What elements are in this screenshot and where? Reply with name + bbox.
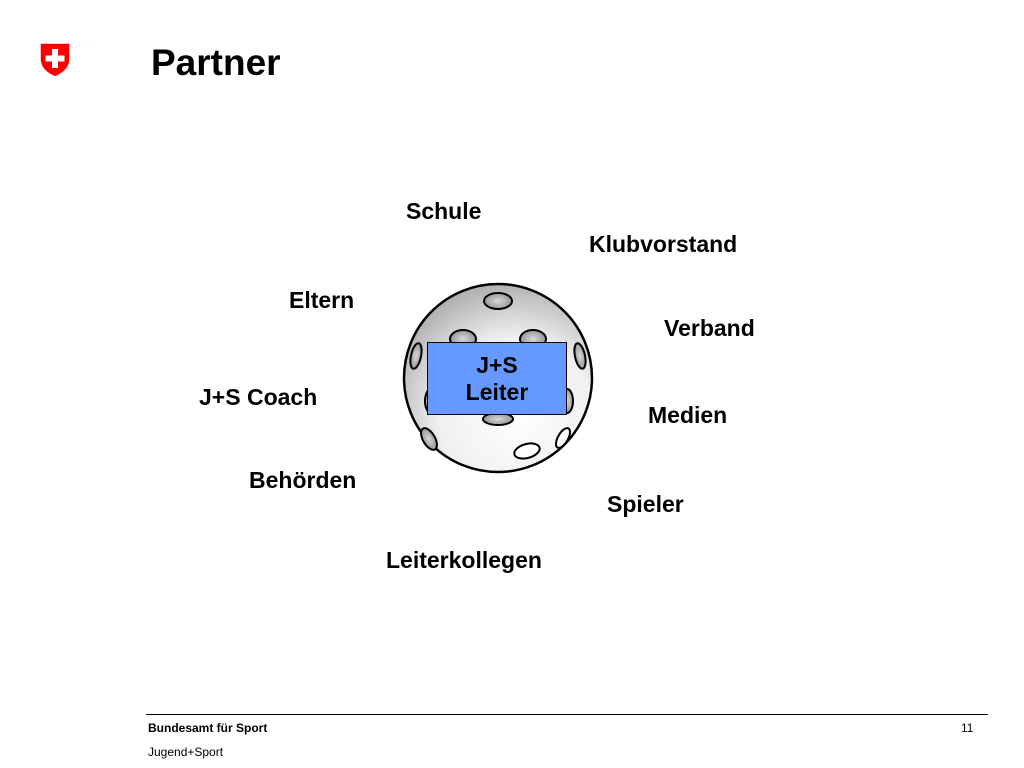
footer-divider (146, 714, 988, 715)
partner-label-verband: Verband (664, 315, 755, 341)
center-label-line2: Leiter (465, 378, 529, 405)
partner-label-behoerden: Behörden (249, 467, 357, 493)
partner-label-leiterkollegen: Leiterkollegen (386, 547, 542, 573)
partner-label-medien: Medien (648, 402, 728, 428)
partner-label-schule: Schule (406, 198, 482, 224)
swiss-cross-shield-icon (39, 42, 71, 78)
page-title: Partner (151, 42, 281, 83)
footer-organization: Bundesamt für Sport (148, 721, 268, 735)
center-label-line1: J+S (476, 352, 518, 379)
partner-label-spieler: Spieler (607, 491, 684, 517)
partner-label-klubvorstand: Klubvorstand (589, 231, 738, 257)
partner-label-eltern: Eltern (289, 287, 355, 313)
partner-label-js-coach: J+S Coach (199, 384, 318, 410)
footer-subtitle: Jugend+Sport (148, 745, 224, 759)
page-number: 11 (961, 721, 974, 735)
js-leiter-box: J+S Leiter (427, 342, 567, 415)
